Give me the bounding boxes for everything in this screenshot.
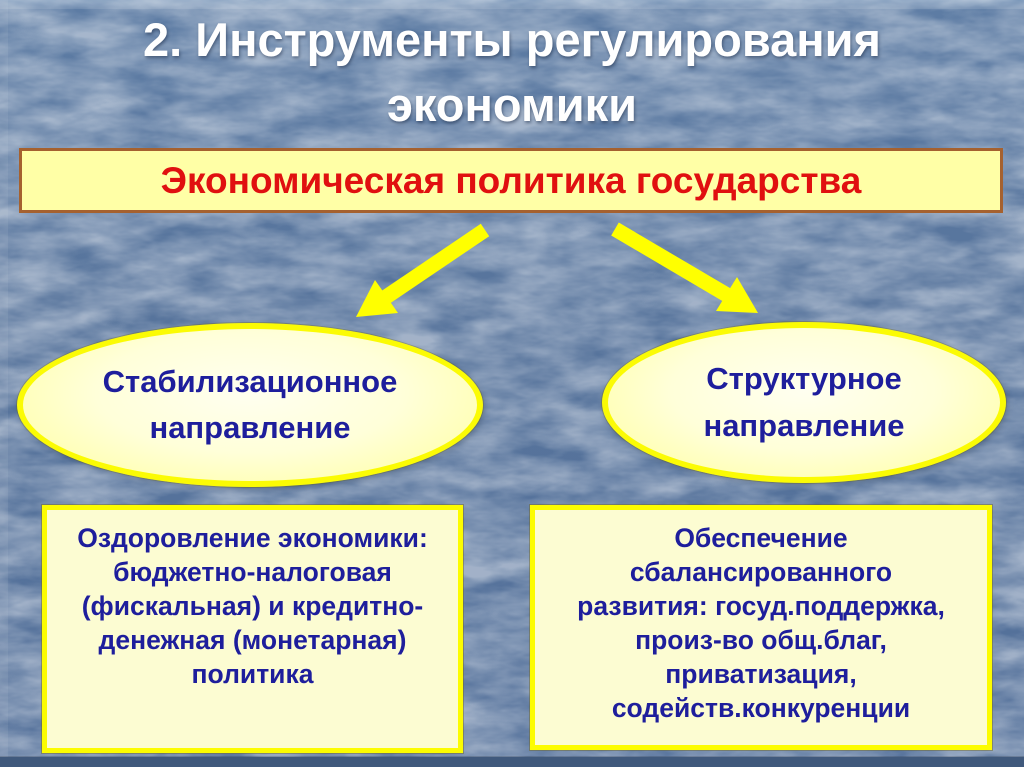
panel-stabilization-detail: Оздоровление экономики: бюджетно-налогов… <box>42 505 463 753</box>
slide-bottom-edge <box>0 757 1024 767</box>
panel-structural-detail: Обеспечение сбалансированного развития: … <box>530 505 992 750</box>
ellipse-structural-label: Структурное направление <box>703 361 905 443</box>
ellipse-structural: Структурное направление <box>602 322 1006 483</box>
header-box: Экономическая политика государства <box>19 148 1003 213</box>
arrow-to-stabilization-icon <box>356 223 490 317</box>
page-title: 2. Инструменты регулирования экономики <box>143 13 881 131</box>
ellipse-stabilization-label: Стабилизационное направление <box>102 363 398 446</box>
ellipse-stabilization: Стабилизационное направление <box>17 323 483 487</box>
header-box-label: Экономическая политика государства <box>160 159 862 201</box>
panel-stabilization-text: Оздоровление экономики: бюджетно-налогов… <box>77 523 428 689</box>
arrow-to-structural-icon <box>611 222 758 313</box>
panel-structural-text: Обеспечение сбалансированного развития: … <box>577 523 945 723</box>
